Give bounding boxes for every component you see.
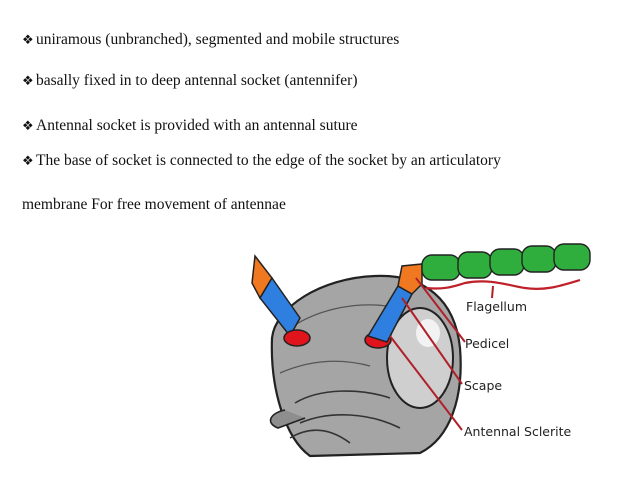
bullet-line-1: ❖uniramous (unbranched), segmented and m…	[22, 31, 399, 49]
pedicel-label: Pedicel	[465, 336, 509, 351]
bullet-text-3: Antennal socket is provided with an ante…	[36, 117, 358, 134]
diamond-bullet-icon: ❖	[22, 153, 34, 168]
flagellum-label: Flagellum	[466, 299, 527, 314]
insect-antenna-diagram: Flagellum Pedicel Scape Antennal Sclerit…	[251, 243, 591, 458]
diamond-bullet-icon: ❖	[22, 73, 34, 88]
pedicel	[397, 263, 423, 295]
sclerite-label: Antennal Sclerite	[464, 424, 571, 439]
bullet-text-2: basally fixed in to deep antennal socket…	[36, 72, 358, 89]
bullet-line-4: ❖The base of socket is connected to the …	[22, 152, 501, 170]
bullet-line-3: ❖Antennal socket is provided with an ant…	[22, 117, 358, 135]
bullet-line-2: ❖basally fixed in to deep antennal socke…	[22, 72, 358, 90]
flagellum-bracket	[425, 278, 581, 290]
bullet-text-1: uniramous (unbranched), segmented and mo…	[36, 31, 400, 48]
bullet-continuation: membrane For free movement of antennae	[22, 196, 286, 213]
scape-label: Scape	[464, 378, 502, 393]
diamond-bullet-icon: ❖	[22, 118, 34, 133]
diamond-bullet-icon: ❖	[22, 32, 34, 47]
compound-eye	[386, 307, 454, 409]
flagellum	[421, 243, 591, 281]
left-antenna	[251, 254, 311, 347]
bullet-text-4: The base of socket is connected to the e…	[36, 152, 501, 169]
left-sclerite	[283, 329, 311, 347]
pointer-lines	[389, 277, 494, 431]
right-antenna	[364, 243, 591, 349]
